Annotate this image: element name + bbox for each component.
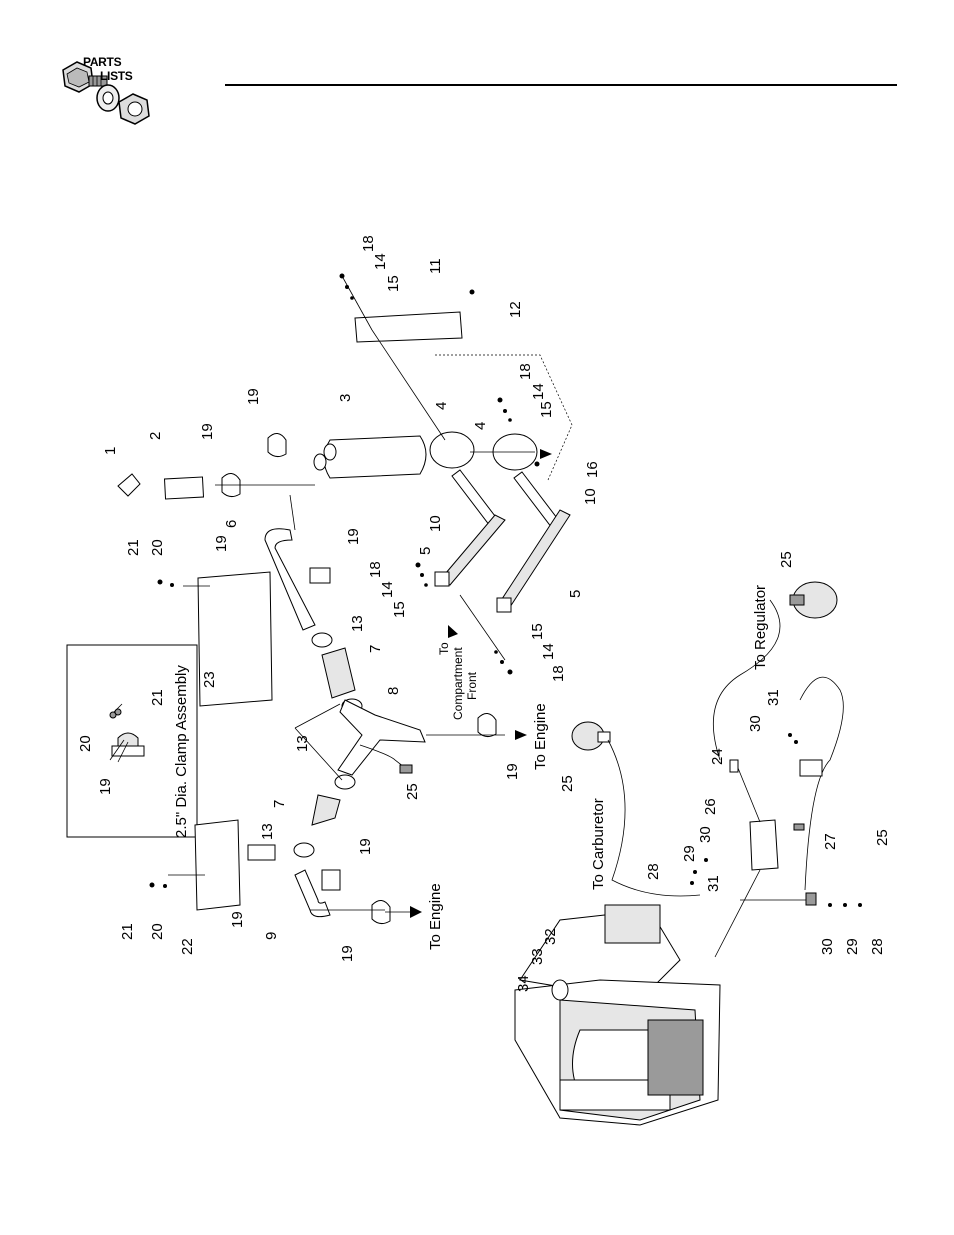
label-to-engine-lower: To Engine xyxy=(427,883,444,950)
callout-34: 34 xyxy=(515,975,532,992)
label-to-regulator: To Regulator xyxy=(752,585,769,670)
callout-14a: 14 xyxy=(372,253,389,270)
label-to-compartment-2: Compartment xyxy=(451,647,465,720)
callout-19f: 19 xyxy=(357,838,374,855)
callout-16: 16 xyxy=(584,461,601,478)
callout-30a: 30 xyxy=(697,826,714,843)
inset-saddle-icon xyxy=(112,746,144,756)
callout-25b: 25 xyxy=(404,783,421,800)
callout-13c: 13 xyxy=(259,823,276,840)
callout-18b: 18 xyxy=(517,363,534,380)
callout-3: 3 xyxy=(337,394,354,402)
callout-10b: 10 xyxy=(582,488,599,505)
callout-5a: 5 xyxy=(417,547,434,555)
callout-7a: 7 xyxy=(367,645,384,653)
callout-19c: 19 xyxy=(213,535,230,552)
callout-20b: 20 xyxy=(149,923,166,940)
callout-15a: 15 xyxy=(385,275,402,292)
callout-32: 32 xyxy=(542,928,559,945)
callout-12: 12 xyxy=(507,301,524,318)
callout-23: 23 xyxy=(201,671,218,688)
callout-8: 8 xyxy=(385,687,402,695)
callout-14b: 14 xyxy=(530,383,547,400)
callout-5b: 5 xyxy=(567,590,584,598)
callout-7b: 7 xyxy=(271,800,288,808)
inset-callout-21: 21 xyxy=(149,689,166,706)
callout-4a: 4 xyxy=(433,402,450,410)
callout-21b: 21 xyxy=(119,923,136,940)
callout-18d: 18 xyxy=(550,665,567,682)
callout-31a: 31 xyxy=(765,689,782,706)
inset-title: 2.5" Dia. Clamp Assembly xyxy=(173,665,190,838)
callout-15b: 15 xyxy=(538,401,555,418)
callout-6: 6 xyxy=(223,520,240,528)
callout-1: 1 xyxy=(102,447,119,455)
callout-22: 22 xyxy=(179,938,196,955)
inset-callout-20: 20 xyxy=(77,735,94,752)
callout-30c: 30 xyxy=(819,938,836,955)
callout-24: 24 xyxy=(709,748,726,765)
callout-19g: 19 xyxy=(229,911,246,928)
callout-26: 26 xyxy=(702,798,719,815)
callout-15d: 15 xyxy=(529,623,546,640)
callout-29a: 29 xyxy=(681,845,698,862)
callout-29b: 29 xyxy=(844,938,861,955)
label-to-compartment-3: Front xyxy=(465,671,479,700)
callout-9: 9 xyxy=(263,932,280,940)
label-to-engine-upper: To Engine xyxy=(532,703,549,770)
callout-19a: 19 xyxy=(245,388,262,405)
callout-28a: 28 xyxy=(645,863,662,880)
callout-33: 33 xyxy=(529,948,546,965)
callout-14d: 14 xyxy=(540,643,557,660)
callout-20a: 20 xyxy=(149,539,166,556)
callout-30b: 30 xyxy=(747,715,764,732)
callout-31b: 31 xyxy=(705,875,722,892)
callout-19b: 19 xyxy=(199,423,216,440)
inset-callout-19: 19 xyxy=(97,778,114,795)
callout-14c: 14 xyxy=(379,581,396,598)
label-to-compartment-1: To xyxy=(437,642,451,655)
callout-15c: 15 xyxy=(391,601,408,618)
callout-19d: 19 xyxy=(345,528,362,545)
callout-4b: 4 xyxy=(472,422,489,430)
callout-21a: 21 xyxy=(125,539,142,556)
callout-25c: 25 xyxy=(559,775,576,792)
callout-18a: 18 xyxy=(360,235,377,252)
callout-11: 11 xyxy=(427,258,444,274)
callout-25d: 25 xyxy=(874,829,891,846)
label-to-carburetor: To Carburetor xyxy=(590,798,607,890)
routing-text: To Engine To Engine To Compartment Front… xyxy=(427,585,769,950)
callout-19h: 19 xyxy=(339,945,356,962)
callout-13a: 13 xyxy=(349,615,366,632)
fuel-system xyxy=(572,582,862,957)
callout-28b: 28 xyxy=(869,938,886,955)
callout-19e: 19 xyxy=(504,763,521,780)
callout-18c: 18 xyxy=(367,561,384,578)
callout-27: 27 xyxy=(822,833,839,850)
callout-13b: 13 xyxy=(294,735,311,752)
callout-10a: 10 xyxy=(427,515,444,532)
callout-2: 2 xyxy=(147,432,164,440)
callout-25a: 25 xyxy=(778,551,795,568)
